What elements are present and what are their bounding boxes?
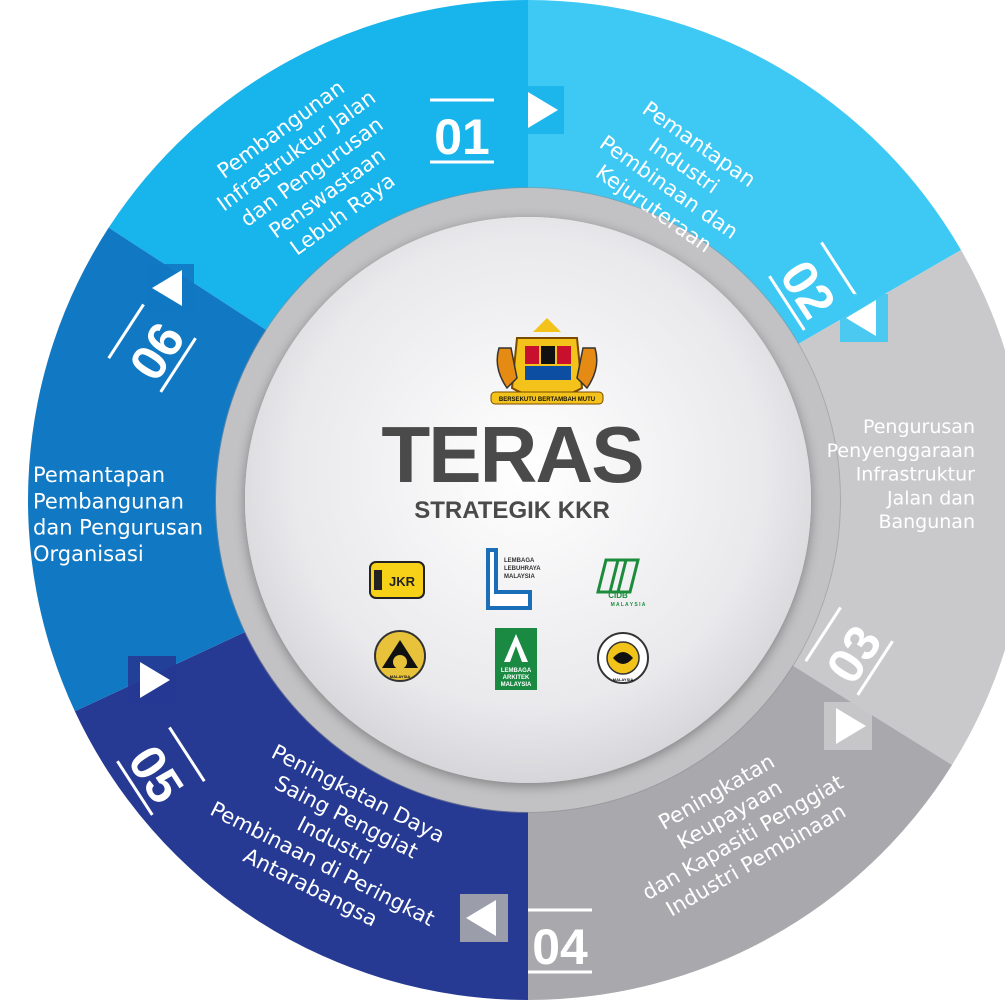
bem-logo-icon: MALAYSIA — [374, 630, 426, 682]
segment-label-line: Pemantapan — [33, 463, 165, 487]
badge-rule-bottom — [116, 760, 154, 816]
lam-line2: ARKITEK — [503, 675, 530, 681]
badge-rule-top — [107, 303, 145, 359]
segment-03 — [792, 250, 1005, 765]
cidb-text: CIDB — [608, 591, 628, 600]
ljb-bottom-text: MALAYSIA — [613, 677, 634, 682]
llm-logo-icon: LEMBAGA LEBUHRAYA MALAYSIA — [486, 548, 541, 610]
segment-label-line: Pengurusan — [863, 416, 975, 438]
badge-rule-bottom — [768, 275, 806, 331]
segment-05 — [74, 631, 529, 1000]
badge-rule-bottom — [856, 640, 894, 696]
llm-line3: MALAYSIA — [504, 574, 535, 580]
lam-logo-icon: LEMBAGA ARKITEK MALAYSIA — [495, 628, 537, 690]
badge-rule-top — [168, 726, 206, 782]
segment-02 — [528, 0, 962, 344]
arrow-icon — [146, 264, 194, 312]
llm-line1: LEMBAGA — [504, 558, 535, 564]
segment-label-line: Bangunan — [878, 511, 975, 533]
lam-line1: LEMBAGA — [501, 668, 532, 674]
arrow-icon — [824, 702, 872, 750]
inner-ring — [215, 187, 841, 813]
llm-line2: LEBUHRAYA — [504, 566, 541, 572]
lam-line3: MALAYSIA — [501, 682, 532, 688]
bem-bottom-text: MALAYSIA — [390, 674, 411, 679]
arrow-icon — [128, 656, 176, 704]
segment-number: 04 — [532, 919, 588, 975]
segment-number: 01 — [434, 109, 490, 165]
coat-of-arms-icon: BERSEKUTU BERTAMBAH MUTU — [490, 318, 604, 405]
badge-rule-top — [804, 606, 842, 662]
cidb-country: M A L A Y S I A — [611, 602, 646, 608]
segment-label-line: Infrastruktur — [856, 464, 975, 486]
badge-rule-top — [820, 241, 858, 297]
jkr-logo-text: JKR — [389, 574, 416, 589]
segment-06 — [27, 227, 267, 712]
segment-label-line: Penyenggaraan — [827, 440, 975, 462]
segment-label-line: Organisasi — [33, 542, 144, 566]
segment-label-line: Jalan dan — [886, 487, 975, 509]
segment-01 — [108, 0, 528, 331]
segment-label-line: Pembangunan — [33, 489, 184, 513]
ljb-logo-icon: MALAYSIA — [597, 632, 649, 684]
diagram-subtitle: STRATEGIK KKR — [414, 497, 610, 524]
arrow-icon — [516, 86, 564, 134]
diagram-title: TERAS — [381, 410, 642, 499]
cidb-logo-icon: CIDB M A L A Y S I A — [596, 558, 646, 608]
arrow-icon — [460, 894, 508, 942]
arrow-icon — [840, 294, 888, 342]
jkr-logo-icon: JKR — [369, 561, 425, 599]
segment-label-line: dan Pengurusan — [33, 516, 203, 540]
badge-04: 04 — [528, 908, 592, 975]
badge-rule-bottom — [159, 337, 197, 393]
crest-motto: BERSEKUTU BERTAMBAH MUTU — [499, 397, 595, 403]
badge-01: 01 — [430, 98, 494, 165]
